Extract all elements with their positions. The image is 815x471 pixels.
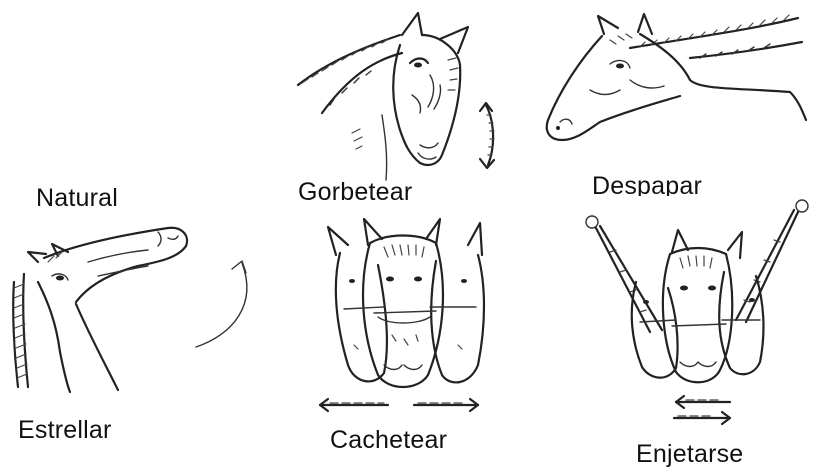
curved-arrow-icon [192,255,272,355]
label-gorbetear: Gorbetear [298,180,412,202]
estrellar-illustration [8,222,218,397]
label-estrellar: Estrellar [18,418,112,443]
label-cachetear: Cachetear [330,428,447,453]
enjetarse-illustration [580,192,810,427]
label-despapar-wrap: Despapar [592,172,732,196]
gorbetear-illustration [290,5,520,190]
label-gorbetear-wrap: Gorbetear [298,178,468,202]
label-despapar: Despapar [592,174,702,196]
cachetear-illustration [318,215,508,415]
despapar-illustration [540,10,810,170]
label-enjetarse: Enjetarse [636,442,743,467]
label-natural: Natural [36,186,118,211]
